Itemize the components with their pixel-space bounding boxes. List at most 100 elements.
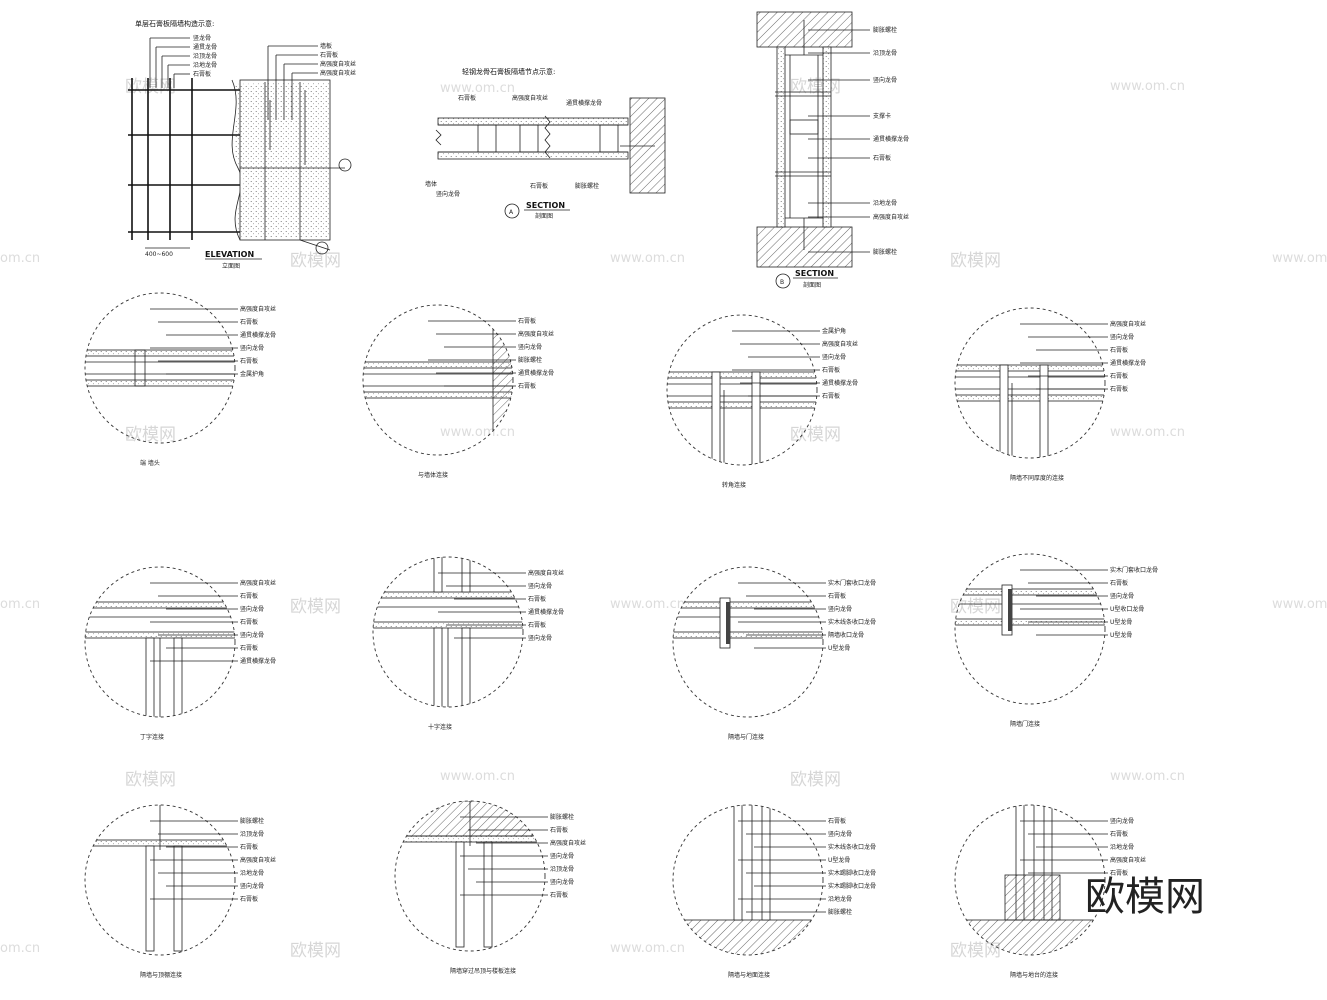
watermark-edge: om.cn: [0, 941, 40, 956]
section-a-label: 高强度自攻丝: [512, 94, 548, 102]
detail-caption: 隔墙不同厚度的连接: [1010, 474, 1064, 482]
watermarks: 欧模网 www.om.cn 欧模网 www.om.cn om.cn 欧模网 ww…: [0, 77, 1327, 961]
watermark-en: www.om.cn: [1272, 597, 1327, 612]
section-a-caption-en: SECTION: [526, 201, 565, 210]
section-b-label: 石膏板: [873, 154, 891, 162]
detail-caption: 十字连接: [428, 723, 452, 731]
watermark-cn: 欧模网: [125, 77, 176, 97]
detail-label: U型龙骨: [1110, 618, 1132, 626]
elevation-label: 沿地龙骨: [193, 61, 217, 69]
detail-circle: [394, 800, 546, 952]
brand-logo: 欧模网: [1085, 874, 1205, 920]
detail-caption: 隔墙与地面连接: [728, 971, 770, 979]
watermark-edge: om.cn: [0, 251, 40, 266]
detail-label: U型龙骨: [828, 856, 850, 864]
watermark-en: www.om.cn: [1110, 769, 1185, 784]
detail-circle: [954, 553, 1106, 705]
detail-caption: 隔墙与地台的连接: [1010, 971, 1058, 979]
watermark-edge: om.cn: [0, 597, 40, 612]
detail-label: 竖向龙骨: [1110, 592, 1134, 600]
detail-label: 竖向龙骨: [550, 852, 574, 860]
detail-label: 石膏板: [1110, 869, 1128, 877]
detail-label: 石膏板: [1110, 372, 1128, 380]
detail-label: 石膏板: [240, 318, 258, 326]
detail-label: 高强度自攻丝: [518, 330, 554, 338]
detail-label: 沿地龙骨: [828, 895, 852, 903]
detail-label: 竖向龙骨: [528, 634, 552, 642]
detail-label: 石膏板: [240, 592, 258, 600]
detail-circle: [84, 566, 236, 718]
detail-label: 沿顶龙骨: [240, 830, 264, 838]
watermark-en: www.om.cn: [610, 597, 685, 612]
detail-label: 石膏板: [822, 366, 840, 374]
section-b-badge: B: [780, 279, 784, 286]
detail-label: 石膏板: [822, 392, 840, 400]
detail-circle: [362, 304, 514, 456]
elevation-dimension: 400~600: [145, 251, 173, 258]
elevation-caption-cn: 立面图: [222, 262, 240, 270]
detail-circle: [672, 804, 824, 956]
section-a-label: 石膏板: [458, 94, 476, 102]
detail-caption: 转角连接: [722, 481, 746, 489]
section-b-caption-cn: 剖面图: [803, 281, 821, 289]
detail-label: 石膏板: [1110, 579, 1128, 587]
detail-caption: 端 墙头: [140, 459, 160, 467]
elevation-title: 单层石膏板隔墙构造示意:: [135, 19, 214, 28]
watermark-en: www.om.cn: [1110, 79, 1185, 94]
detail-label: 实木踢脚收口龙骨: [828, 882, 876, 890]
detail-label: 石膏板: [240, 618, 258, 626]
watermark-en: www.om.cn: [1110, 425, 1185, 440]
detail-circle: [672, 566, 824, 718]
section-b-caption-en: SECTION: [795, 269, 834, 278]
detail-label: 膨胀螺栓: [550, 813, 574, 821]
watermark-cn: 欧模网: [950, 597, 1001, 617]
detail-label: 竖向龙骨: [822, 353, 846, 361]
detail-label: 实木踢脚收口龙骨: [828, 869, 876, 877]
section-a-label: 石膏板: [530, 182, 548, 190]
detail-label: 通贯横撑龙骨: [518, 369, 554, 377]
detail-label: 竖向龙骨: [1110, 817, 1134, 825]
detail-label: 石膏板: [550, 826, 568, 834]
detail-label: 实木门套收口龙骨: [828, 579, 876, 587]
section-b-label: 竖向龙骨: [873, 76, 897, 84]
detail-label: 金属护角: [240, 370, 264, 378]
detail-caption: 隔墙门连接: [1010, 720, 1040, 728]
section-a-drawing: 轻钢龙骨石膏板隔墙节点示意: A SECTION 剖面图 石膏板高强度自攻丝通贯…: [425, 67, 666, 220]
detail-label: 石膏板: [828, 817, 846, 825]
detail-label: 竖向龙骨: [828, 830, 852, 838]
watermark-en: www.om.cn: [440, 425, 515, 440]
detail-label: 石膏板: [518, 382, 536, 390]
section-b-label: 高强度自攻丝: [873, 213, 909, 221]
detail-label: 竖向龙骨: [240, 631, 264, 639]
detail-caption: 隔墙与门连接: [728, 733, 764, 741]
detail-label: 石膏板: [240, 895, 258, 903]
elevation-label: 沿顶龙骨: [193, 52, 217, 60]
elevation-right-label: 石膏板: [320, 51, 338, 59]
detail-label: 实木线条收口龙骨: [828, 843, 876, 851]
watermark-cn: 欧模网: [790, 770, 841, 790]
detail-label: 沿地龙骨: [1110, 843, 1134, 851]
detail-caption: 与墙体连接: [418, 471, 448, 479]
detail-label: 高强度自攻丝: [240, 856, 276, 864]
detail-label: 金属护角: [822, 327, 846, 335]
detail-label: 竖向龙骨: [518, 343, 542, 351]
detail-label: 膨胀螺栓: [828, 908, 852, 916]
detail-label: 高强度自攻丝: [1110, 320, 1146, 328]
detail-label: 石膏板: [240, 357, 258, 365]
section-a-label: 通贯横撑龙骨: [566, 99, 602, 107]
detail-label: 高强度自攻丝: [528, 569, 564, 577]
section-a-label: 墙体: [425, 180, 437, 188]
elevation-drawing: 单层石膏板隔墙构造示意: 400~600 ELEVATION 立面图 竖龙骨通贯…: [128, 19, 356, 270]
detail-label: 石膏板: [828, 592, 846, 600]
detail-label: 高强度自攻丝: [1110, 856, 1146, 864]
detail-circle: [666, 314, 818, 466]
watermark-cn: 欧模网: [290, 251, 341, 271]
section-b-label: 沿地龙骨: [873, 199, 897, 207]
